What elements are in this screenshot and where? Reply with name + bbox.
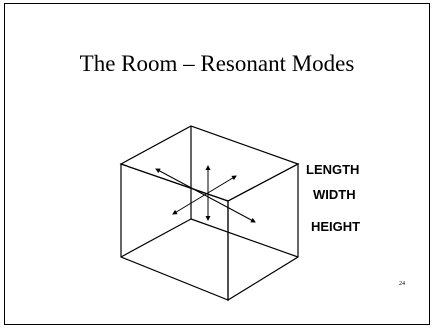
slide: The Room – Resonant Modes LENGTH xyxy=(4,3,430,325)
width-label: WIDTH xyxy=(313,187,356,202)
room-box-diagram xyxy=(119,125,300,302)
room-box xyxy=(119,125,300,302)
length-arrow xyxy=(155,168,256,223)
box-front-face xyxy=(120,163,229,301)
mode-arrows xyxy=(155,165,256,223)
length-label: LENGTH xyxy=(306,162,360,177)
box-top-face xyxy=(119,125,300,202)
box-hidden-edge-left xyxy=(120,218,192,258)
box-right-face xyxy=(227,163,299,302)
width-arrow xyxy=(172,175,237,215)
box-hidden-edge-right xyxy=(190,218,299,258)
slide-title: The Room – Resonant Modes xyxy=(79,51,355,76)
slide-number: 24 xyxy=(399,281,405,287)
height-label: HEIGHT xyxy=(311,219,361,234)
